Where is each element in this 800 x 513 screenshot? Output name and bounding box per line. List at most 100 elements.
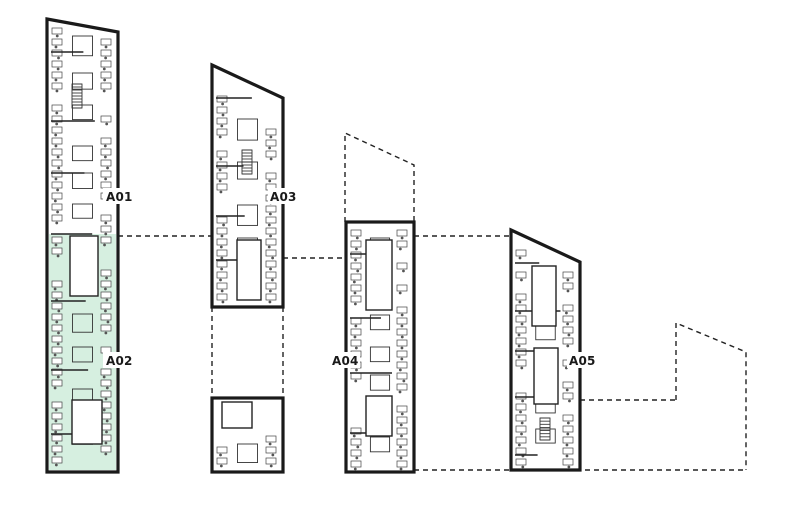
- desk: [51, 170, 63, 178]
- desk: [396, 339, 408, 347]
- chair: [356, 445, 360, 449]
- chair: [400, 357, 404, 361]
- desk: [216, 271, 228, 279]
- chair: [354, 346, 358, 350]
- chair: [105, 298, 109, 302]
- desk: [350, 328, 362, 336]
- chair: [54, 177, 58, 181]
- chair: [398, 368, 402, 372]
- zone-label-a03: A03: [270, 190, 297, 204]
- desk: [216, 161, 228, 169]
- desk: [51, 115, 63, 123]
- desk: [396, 240, 408, 248]
- desk: [51, 456, 63, 464]
- desk: [515, 337, 527, 345]
- chair: [517, 344, 521, 348]
- chair: [102, 375, 106, 379]
- desk: [51, 445, 63, 453]
- desk: [216, 282, 228, 290]
- desk: [100, 324, 112, 332]
- building-4: [509, 227, 582, 472]
- desk: [350, 449, 362, 457]
- chair: [399, 456, 403, 460]
- desk: [515, 425, 527, 433]
- meeting-room: [71, 145, 93, 162]
- desk: [100, 214, 112, 222]
- chair: [267, 223, 271, 227]
- stairwell: [71, 83, 83, 109]
- desk: [51, 401, 63, 409]
- desk: [562, 458, 574, 466]
- desk: [51, 126, 63, 134]
- desk: [515, 414, 527, 422]
- desk: [51, 346, 63, 354]
- chair: [517, 355, 521, 359]
- chair: [55, 122, 59, 126]
- desk: [265, 457, 277, 465]
- desk: [515, 293, 527, 301]
- chair: [269, 157, 273, 161]
- chair: [269, 464, 273, 468]
- chair: [565, 311, 568, 315]
- chair: [53, 353, 57, 357]
- desk: [562, 392, 574, 400]
- chair: [105, 386, 109, 390]
- chair: [356, 269, 360, 273]
- zone-label-a02: A02: [106, 354, 133, 368]
- core-a05-lower: [533, 347, 559, 405]
- chair: [104, 155, 107, 159]
- chair: [54, 430, 58, 434]
- chair: [220, 267, 224, 271]
- desk: [562, 337, 574, 345]
- desk: [350, 372, 362, 380]
- meeting-room: [71, 346, 93, 363]
- chair: [55, 320, 59, 324]
- chair: [400, 346, 404, 350]
- chair: [222, 223, 225, 227]
- desk: [100, 71, 112, 79]
- desk: [396, 449, 408, 457]
- desk: [396, 317, 408, 325]
- chair: [57, 309, 61, 313]
- desk: [350, 427, 362, 435]
- desk: [515, 249, 527, 257]
- chair: [55, 111, 59, 115]
- chair: [54, 45, 58, 49]
- desk: [350, 317, 362, 325]
- chair: [102, 67, 106, 71]
- chair: [219, 464, 223, 468]
- chair: [104, 397, 108, 401]
- desk: [350, 339, 362, 347]
- desk: [100, 368, 112, 376]
- desk: [51, 214, 63, 222]
- chair: [219, 157, 223, 161]
- chair: [103, 78, 107, 82]
- chair: [221, 102, 225, 106]
- desk: [100, 115, 112, 123]
- chair: [399, 467, 403, 471]
- desk: [515, 304, 527, 312]
- desk: [100, 137, 112, 145]
- desk: [562, 447, 574, 455]
- desk: [396, 284, 408, 292]
- chair: [104, 331, 108, 335]
- desk: [396, 350, 408, 358]
- desk: [396, 229, 408, 237]
- chair: [566, 322, 569, 326]
- desk: [51, 368, 63, 376]
- chair: [106, 166, 109, 170]
- zone-label-a05: A05: [569, 354, 596, 368]
- chair: [105, 419, 109, 423]
- meeting-room: [369, 314, 391, 331]
- desk: [562, 414, 574, 422]
- desk: [265, 128, 277, 136]
- desk: [350, 229, 362, 237]
- chair: [103, 144, 107, 148]
- meeting-room: [71, 35, 93, 57]
- desk: [100, 60, 112, 68]
- chair: [106, 320, 110, 324]
- desk: [51, 335, 63, 343]
- chair: [567, 333, 571, 337]
- chair: [219, 245, 223, 249]
- chair: [352, 280, 356, 284]
